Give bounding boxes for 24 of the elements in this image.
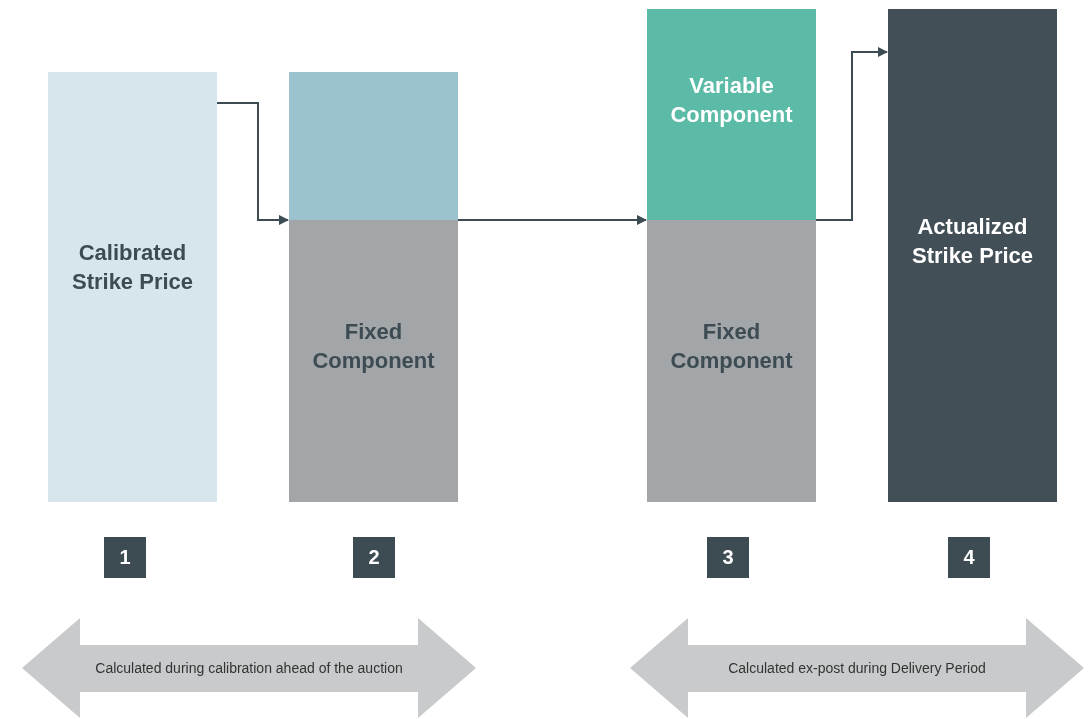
bar-label: Fixed Component <box>669 318 794 375</box>
bar-segment <box>647 220 816 502</box>
band-label: Calculated during calibration ahead of the auction <box>95 658 403 678</box>
step-number: 4 <box>963 545 975 570</box>
band-label: Calculated ex-post during Delivery Period <box>728 658 986 678</box>
arrow <box>216 102 289 225</box>
step-number-badge <box>948 537 990 578</box>
arrow <box>815 47 888 221</box>
bar-segment <box>289 72 458 220</box>
step-number: 2 <box>368 545 380 570</box>
bar-label: Variable Component <box>669 71 794 129</box>
bar-label: Fixed Component <box>311 318 436 375</box>
bar-segment <box>647 9 816 220</box>
arrow <box>457 215 647 225</box>
strike-price-bar <box>48 72 217 502</box>
bar-label: Actualized Strike Price <box>910 212 1035 270</box>
step-number: 1 <box>119 545 131 570</box>
step-number-badge <box>353 537 395 578</box>
step-number-badge <box>104 537 146 578</box>
bar-segment <box>289 220 458 502</box>
strike-price-bar <box>888 9 1057 502</box>
step-number: 3 <box>722 545 734 570</box>
bar-label: Calibrated Strike Price <box>70 239 195 296</box>
step-number-badge <box>707 537 749 578</box>
